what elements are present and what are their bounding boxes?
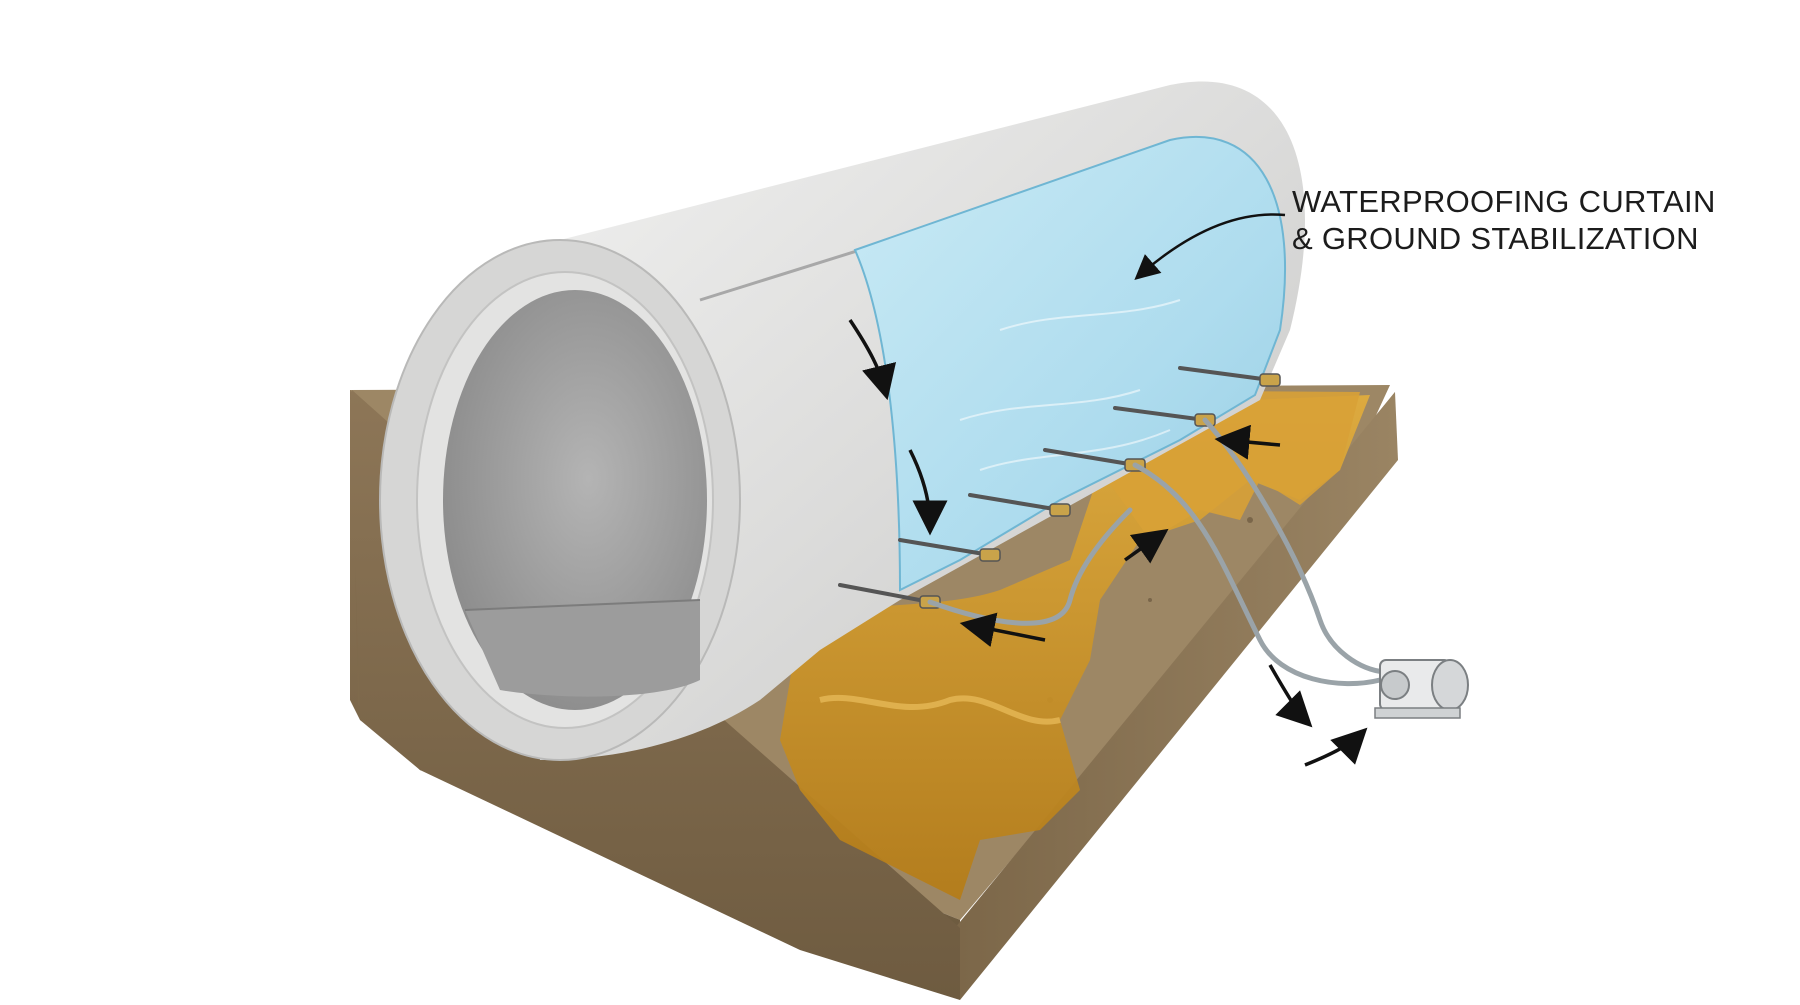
callout-line-1: WATERPROOFING CURTAIN [1292, 184, 1716, 219]
flow-arrows [848, 319, 1368, 767]
concrete-tunnel [379, 81, 1305, 761]
injection-packer-icon [838, 366, 1272, 604]
injection-packers [838, 366, 1281, 609]
callout-line-2: & GROUND STABILIZATION [1292, 221, 1699, 256]
waterproofing-membrane [853, 135, 1287, 592]
callout-label: WATERPROOFING CURTAIN & GROUND STABILIZA… [1292, 183, 1732, 257]
callout-leader-arrow [1134, 213, 1286, 280]
pump-icon [1374, 659, 1469, 719]
flow-arrow-icon [848, 319, 897, 401]
